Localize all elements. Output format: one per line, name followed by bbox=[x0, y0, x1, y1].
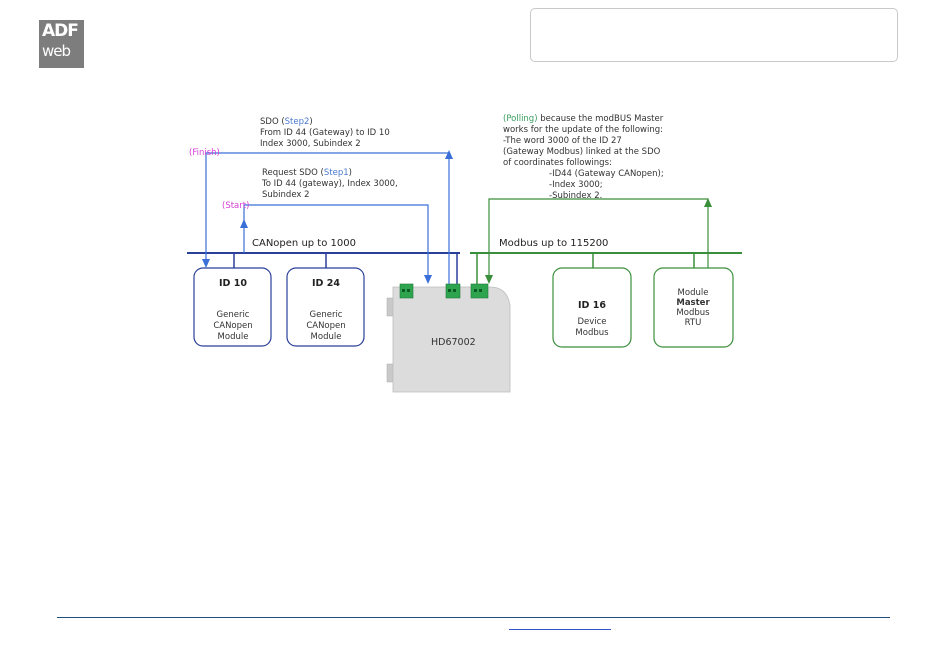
polling-line6: -ID44 (Gateway CANopen); bbox=[549, 169, 664, 179]
polling-line8: -Subindex 2. bbox=[549, 191, 602, 201]
polling-line1: (Polling) because the modBUS Master bbox=[503, 114, 664, 124]
step1-line1: Request SDO (Step1) bbox=[262, 168, 352, 178]
step2-line2: From ID 44 (Gateway) to ID 10 bbox=[260, 128, 390, 138]
footer-link[interactable] bbox=[509, 629, 611, 630]
start-label: (Start) bbox=[222, 201, 249, 211]
footer-divider bbox=[57, 617, 890, 618]
finish-label: (Finish) bbox=[189, 148, 220, 158]
gateway-label: HD67002 bbox=[431, 337, 476, 348]
module-id24-id: ID 24 bbox=[312, 278, 340, 289]
step2-line1: SDO (Step2) bbox=[260, 117, 313, 127]
step1-arrow bbox=[243, 204, 429, 278]
module-id24-line3: Module bbox=[311, 332, 342, 342]
step2-arrow bbox=[205, 152, 450, 284]
module-master-line4: RTU bbox=[685, 318, 702, 328]
step2-arrowhead-up bbox=[445, 150, 453, 159]
module-id10-line3: Module bbox=[218, 332, 249, 342]
step2-line3: Index 3000, Subindex 2 bbox=[260, 139, 361, 149]
module-master-line2: Master bbox=[676, 298, 710, 308]
module-id10-line1: Generic bbox=[217, 310, 250, 320]
module-id10-line2: CANopen bbox=[213, 321, 252, 331]
logo-text-adf: ADF bbox=[42, 21, 79, 41]
polling-arrow bbox=[488, 198, 709, 278]
polling-line2: works for the update of the following: bbox=[503, 125, 663, 135]
module-master-line1: Module bbox=[678, 288, 709, 298]
module-id24-line1: Generic bbox=[310, 310, 343, 320]
step1-arrowhead-down bbox=[424, 275, 432, 284]
polling-line7: -Index 3000; bbox=[549, 180, 603, 190]
step2-arrowhead-down bbox=[202, 259, 210, 268]
modbus-bus-label: Modbus up to 115200 bbox=[499, 238, 608, 249]
module-master-box bbox=[653, 267, 734, 348]
module-master-line3: Modbus bbox=[676, 308, 710, 318]
step1-arrowhead-up bbox=[240, 219, 248, 228]
module-id16-line1: Device bbox=[577, 317, 606, 327]
logo-text-web: web bbox=[42, 42, 71, 60]
module-id16-line2: Modbus bbox=[575, 328, 609, 338]
step1-line3: Subindex 2 bbox=[262, 190, 310, 200]
adfweb-logo: ADF web bbox=[39, 20, 84, 68]
polling-arrowhead-up bbox=[704, 198, 712, 207]
canopen-bus-label: CANopen up to 1000 bbox=[252, 238, 356, 249]
module-id16-id: ID 16 bbox=[578, 300, 606, 311]
header-box bbox=[530, 8, 898, 62]
polling-line3: -The word 3000 of the ID 27 bbox=[503, 136, 622, 146]
module-id24-box bbox=[286, 267, 365, 347]
polling-arrowhead-down bbox=[485, 275, 493, 284]
step1-line2: To ID 44 (gateway), Index 3000, bbox=[261, 179, 398, 189]
polling-line4: (Gateway Modbus) linked at the SDO bbox=[503, 147, 661, 157]
module-id24-line2: CANopen bbox=[306, 321, 345, 331]
module-id16-box bbox=[552, 267, 632, 348]
polling-line5: of coordinates followings: bbox=[503, 158, 612, 168]
module-id10-id: ID 10 bbox=[219, 278, 247, 289]
gateway-device bbox=[386, 283, 511, 393]
module-id10-box bbox=[193, 267, 272, 347]
